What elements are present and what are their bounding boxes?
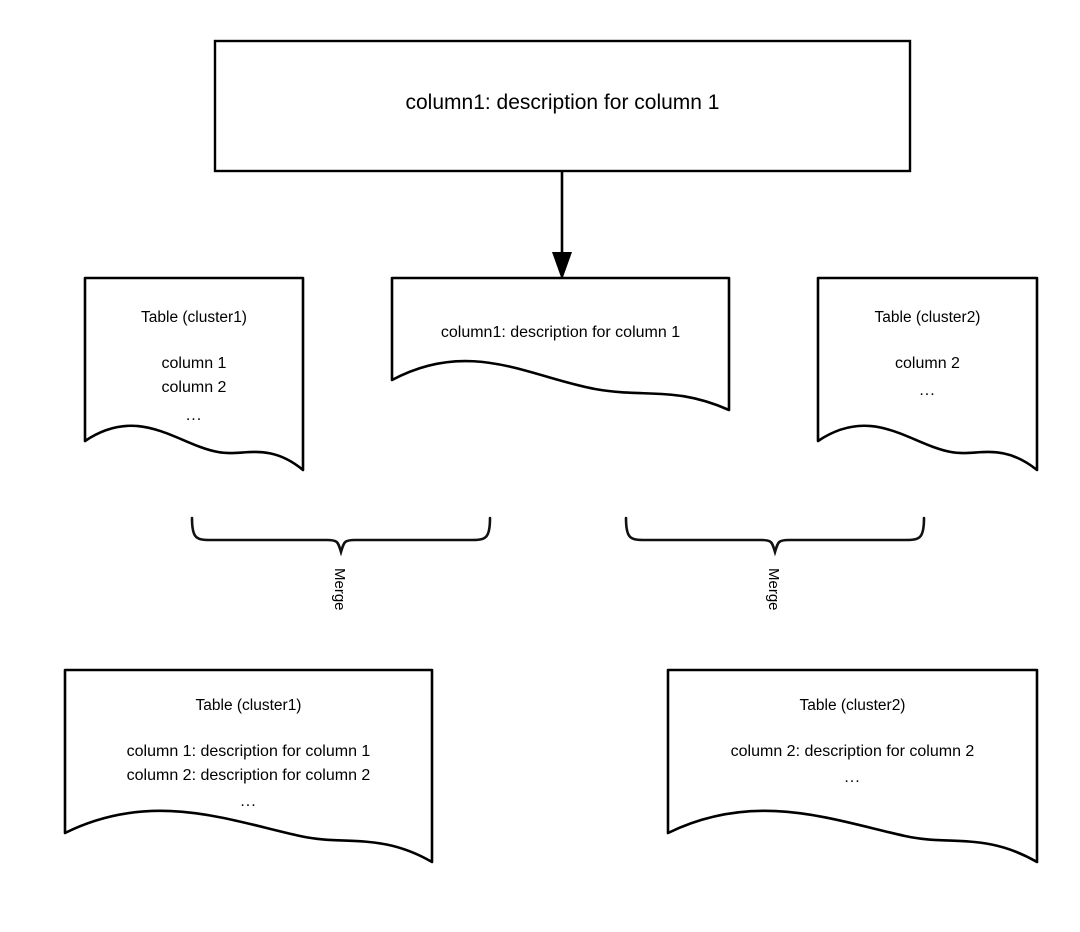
doc-middle-left-line-2: column 2 [161,379,227,396]
top-description-box-label: column1: description for column 1 [405,91,720,114]
merge-brace-right [624,516,926,557]
merge-label-left: Merge [331,568,348,611]
doc-middle-right-line-1: column 2 [895,355,960,372]
doc-bottom-right-heading: Table (cluster2) [799,697,906,714]
doc-middle-left-ellipsis: ... [185,407,203,424]
arrow-top-to-center-doc [552,171,572,280]
doc-middle-right-heading: Table (cluster2) [874,309,981,326]
doc-shape-bottom-right [666,668,1039,864]
doc-shape-bottom-left [63,668,434,864]
doc-middle-left-line-1: column 1 [161,355,227,372]
doc-middle-left-heading: Table (cluster1) [141,309,247,326]
merge-brace-left [190,516,492,557]
doc-shape-middle-right [816,276,1039,472]
doc-bottom-left-line-2: column 2: description for column 2 [126,767,371,784]
doc-middle-center-label: column1: description for column 1 [440,324,681,341]
merge-label-right: Merge [765,568,782,611]
doc-shape-middle-left [83,276,305,472]
doc-shape-middle-center [390,276,731,412]
doc-middle-right-ellipsis: ... [919,382,936,399]
doc-bottom-left-line-1: column 1: description for column 1 [126,743,371,760]
doc-bottom-left-ellipsis: ... [240,793,257,810]
doc-bottom-left-heading: Table (cluster1) [195,697,302,714]
top-description-box [213,39,912,173]
doc-bottom-right-ellipsis: ... [844,769,861,786]
doc-bottom-right-line-1: column 2: description for column 2 [730,743,975,760]
